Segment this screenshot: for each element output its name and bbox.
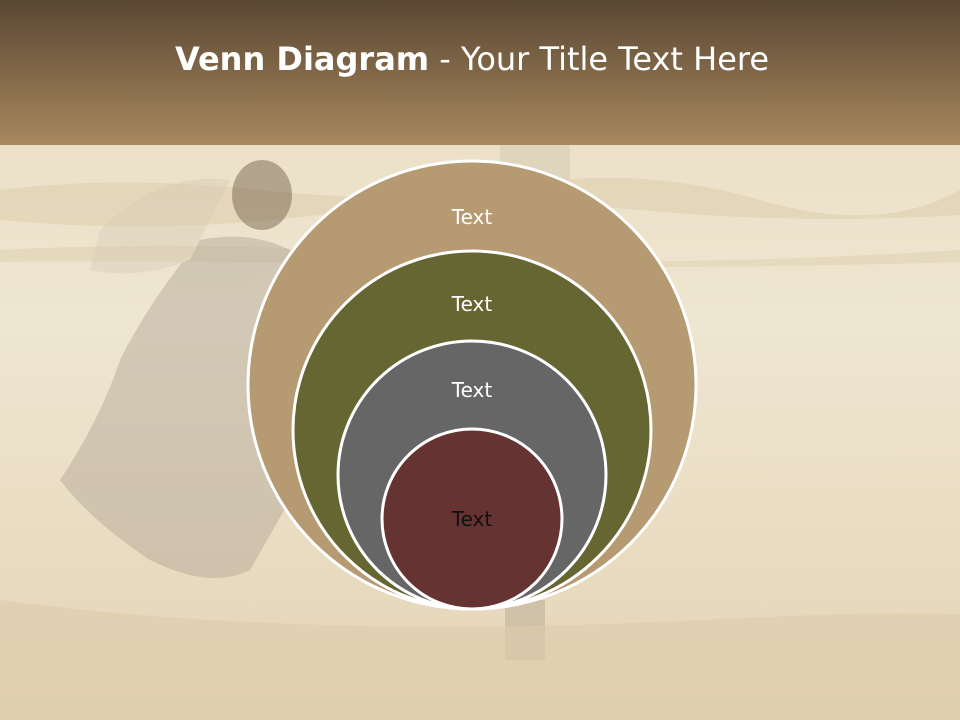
bride-silhouette — [60, 160, 308, 578]
slide-title: Venn Diagram - Your Title Text Here — [0, 40, 944, 78]
venn-circle-1-label: Text — [451, 205, 493, 229]
venn-circle-4-label: Text — [451, 507, 493, 531]
venn-circle-2-label: Text — [451, 292, 493, 316]
venn-circle-4[interactable] — [380, 427, 564, 611]
venn-circle-3-label: Text — [451, 378, 493, 402]
title-banner: Venn Diagram - Your Title Text Here — [0, 0, 960, 145]
title-bold-part: Venn Diagram — [174, 40, 430, 78]
title-rest-part: - Your Title Text Here — [429, 40, 770, 78]
